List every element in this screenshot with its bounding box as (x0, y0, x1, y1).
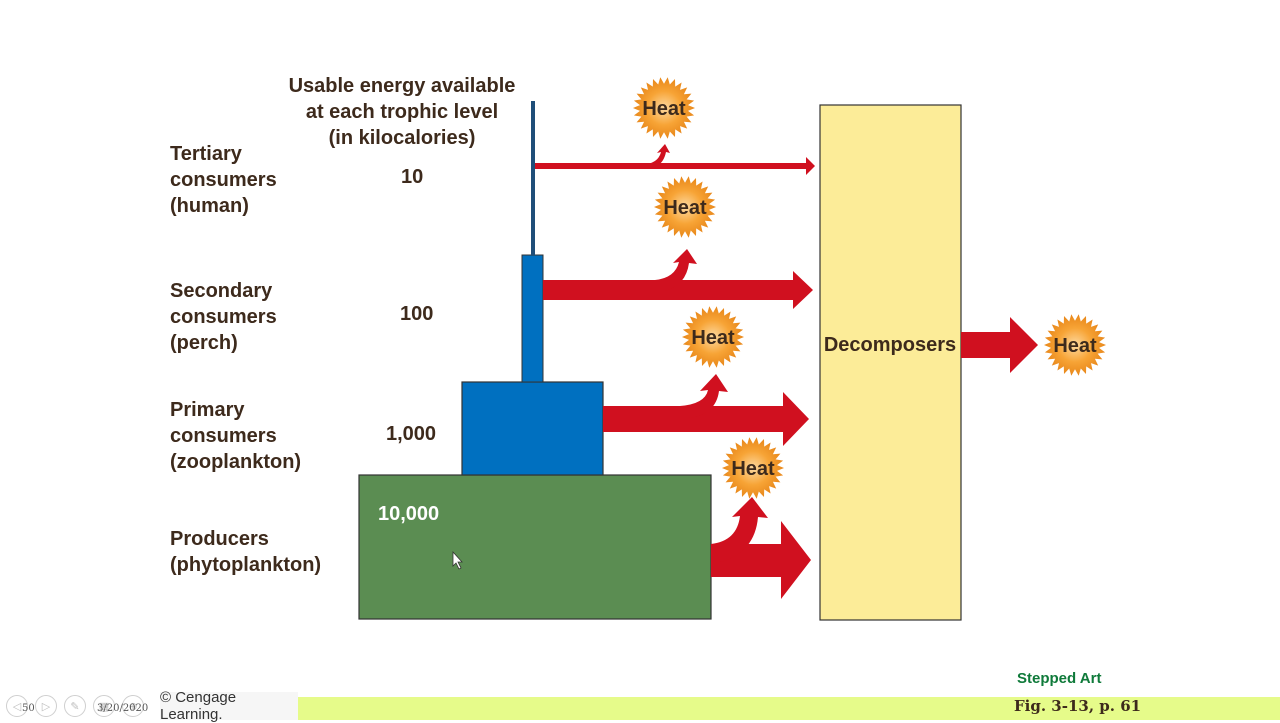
heat-burst-secondary: Heat (654, 176, 716, 238)
copyright-notice: © Cengage Learning. (160, 689, 298, 723)
figure-reference: Fig. 3-13, p. 61 (1014, 697, 1142, 715)
heat-burst-shape (654, 176, 716, 238)
heat-burst-shape (682, 306, 744, 368)
heat-label: Heat (642, 98, 686, 120)
producers-block (358, 474, 712, 620)
energy-arrows (535, 144, 1038, 599)
decomposers-heat-arrow (961, 317, 1038, 373)
heat-burst-primary: Heat (682, 306, 744, 368)
level-label-primary: Primary consumers (zooplankton) (170, 399, 302, 473)
heat-burst-shape (722, 437, 784, 499)
level-label-tertiary: Tertiary consumers (human) (170, 143, 277, 217)
slides-grid-icon[interactable]: ▦ (93, 695, 115, 717)
heat-burst-shape (633, 77, 695, 139)
tertiary-to-decomposers-arrow (535, 157, 815, 175)
decomposers-box (819, 104, 962, 621)
heat-label: Heat (663, 197, 707, 219)
producers-to-decomposers-arrow (711, 521, 811, 599)
energy-value-primary: 1,000 (386, 423, 437, 445)
producers-heat-arrow (711, 497, 768, 562)
next-slide-icon[interactable]: ▷ (35, 695, 57, 717)
heat-label: Heat (691, 327, 735, 349)
heat-burst-producers: Heat (722, 437, 784, 499)
energy-value-secondary: 100 (400, 303, 434, 325)
slide-date: 3/20/2020 (97, 703, 149, 714)
level-label-secondary: Secondary consumers (perch) (170, 280, 277, 354)
zoom-icon[interactable]: ⊕ (122, 695, 144, 717)
secondary-consumers-block (521, 254, 544, 383)
previous-slide-icon[interactable]: ◁ (6, 695, 28, 717)
tertiary-consumers-bar (531, 101, 535, 255)
heat-burst-tertiary: Heat (633, 77, 695, 139)
energy-value-producers: 10,000 (378, 503, 440, 525)
decomposers-label: Decomposers (824, 334, 956, 356)
pen-icon[interactable]: ✎ (64, 695, 86, 717)
diagram-title: Usable energy available at each trophic … (288, 75, 516, 149)
mouse-cursor (452, 550, 463, 570)
primary-heat-arrow (680, 374, 728, 418)
secondary-heat-arrow (655, 249, 697, 291)
primary-to-decomposers-arrow (603, 392, 809, 446)
tertiary-heat-arrow (651, 144, 670, 166)
stepped-art-label: Stepped Art (1017, 670, 1102, 687)
footer-bar (0, 697, 1280, 720)
heat-label: Heat (1053, 335, 1097, 357)
level-label-producers: Producers (phytoplankton) (170, 528, 322, 576)
energy-value-tertiary: 10 (401, 166, 424, 188)
heat-burst-shape (1044, 314, 1106, 376)
heat-label: Heat (731, 458, 775, 480)
primary-consumers-block (461, 381, 604, 476)
slideshow-controls: ◁ ▷ ✎ ▦ ⊕ (0, 692, 160, 720)
secondary-to-decomposers-arrow (543, 271, 813, 309)
slide-number: 50 (22, 703, 35, 714)
heat-burst-decomposers: Heat (1044, 314, 1106, 376)
